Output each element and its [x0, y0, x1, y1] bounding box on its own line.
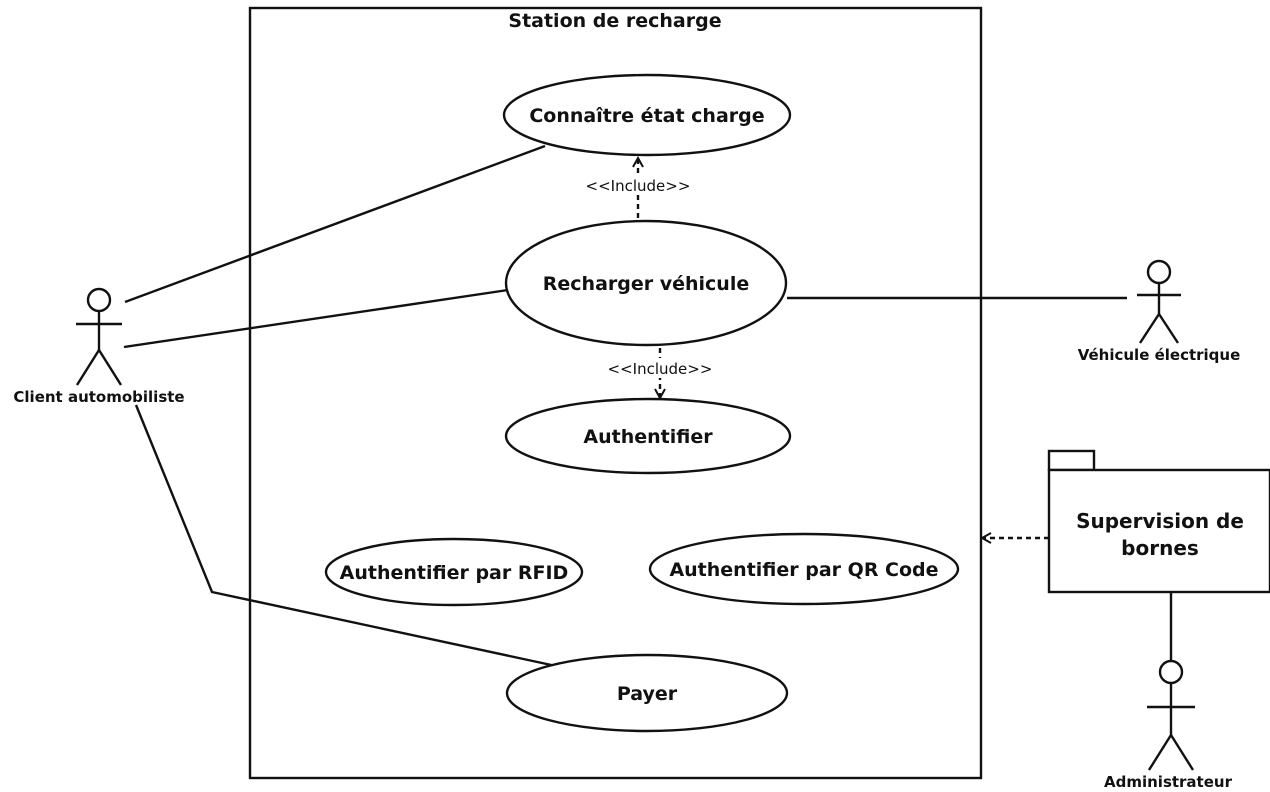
actor-vehicule-head: [1146, 259, 1172, 285]
actor-admin-right-leg: [1169, 734, 1195, 771]
usecase-recharger-label: Recharger véhicule: [543, 273, 749, 295]
assoc-client-connaitre: [124, 144, 546, 304]
include-bottom-label: <<Include>>: [608, 360, 713, 378]
actor-client-right-leg: [97, 349, 123, 386]
package-supervision-bornes: [1047, 449, 1270, 594]
assoc-client-recharger: [123, 288, 509, 349]
actor-admin-left-leg: [1147, 734, 1173, 771]
actor-admin-label: Administrateur: [1104, 773, 1233, 791]
usecase-auth-qr-label: Authentifier par QR Code: [669, 559, 938, 581]
system-boundary: [248, 6, 983, 780]
actor-vehicule-left-leg: [1138, 313, 1161, 344]
usecase-connaitre-etat-charge: [502, 73, 792, 157]
actor-administrateur: [1147, 659, 1195, 771]
actor-client-head: [86, 287, 112, 313]
actor-vehicule-right-leg: [1157, 313, 1180, 344]
system-title: Station de recharge: [508, 10, 721, 32]
actor-admin-head: [1158, 659, 1184, 685]
usecase-authentifier-label: Authentifier: [583, 426, 713, 448]
usecase-auth-rfid-label: Authentifier par RFID: [340, 562, 569, 584]
usecase-authentifier-rfid: [324, 537, 584, 607]
actor-client-left-leg: [75, 349, 101, 386]
usecase-recharger-vehicule: [504, 219, 788, 347]
usecase-authentifier-qr: [648, 532, 960, 606]
assoc-client-payer: [134, 404, 557, 668]
actor-client-automobiliste: [75, 287, 123, 386]
include-bottom-bg: [600, 358, 720, 378]
package-label-line1: Supervision de: [1076, 509, 1244, 533]
package-label-line2: bornes: [1121, 536, 1199, 560]
usecase-payer-label: Payer: [617, 683, 678, 705]
include-top-label: <<Include>>: [586, 177, 691, 195]
actor-vehicule-label: Véhicule électrique: [1078, 346, 1241, 364]
package-tab: [1047, 449, 1096, 472]
actor-vehicule-electrique: [1137, 259, 1181, 344]
usecase-authentifier: [504, 397, 792, 475]
package-body: [1047, 468, 1270, 594]
usecase-payer: [505, 653, 789, 733]
actor-client-label: Client automobiliste: [13, 388, 184, 406]
usecase-connaitre-label: Connaître état charge: [529, 105, 764, 127]
include-top-bg: [578, 175, 698, 195]
